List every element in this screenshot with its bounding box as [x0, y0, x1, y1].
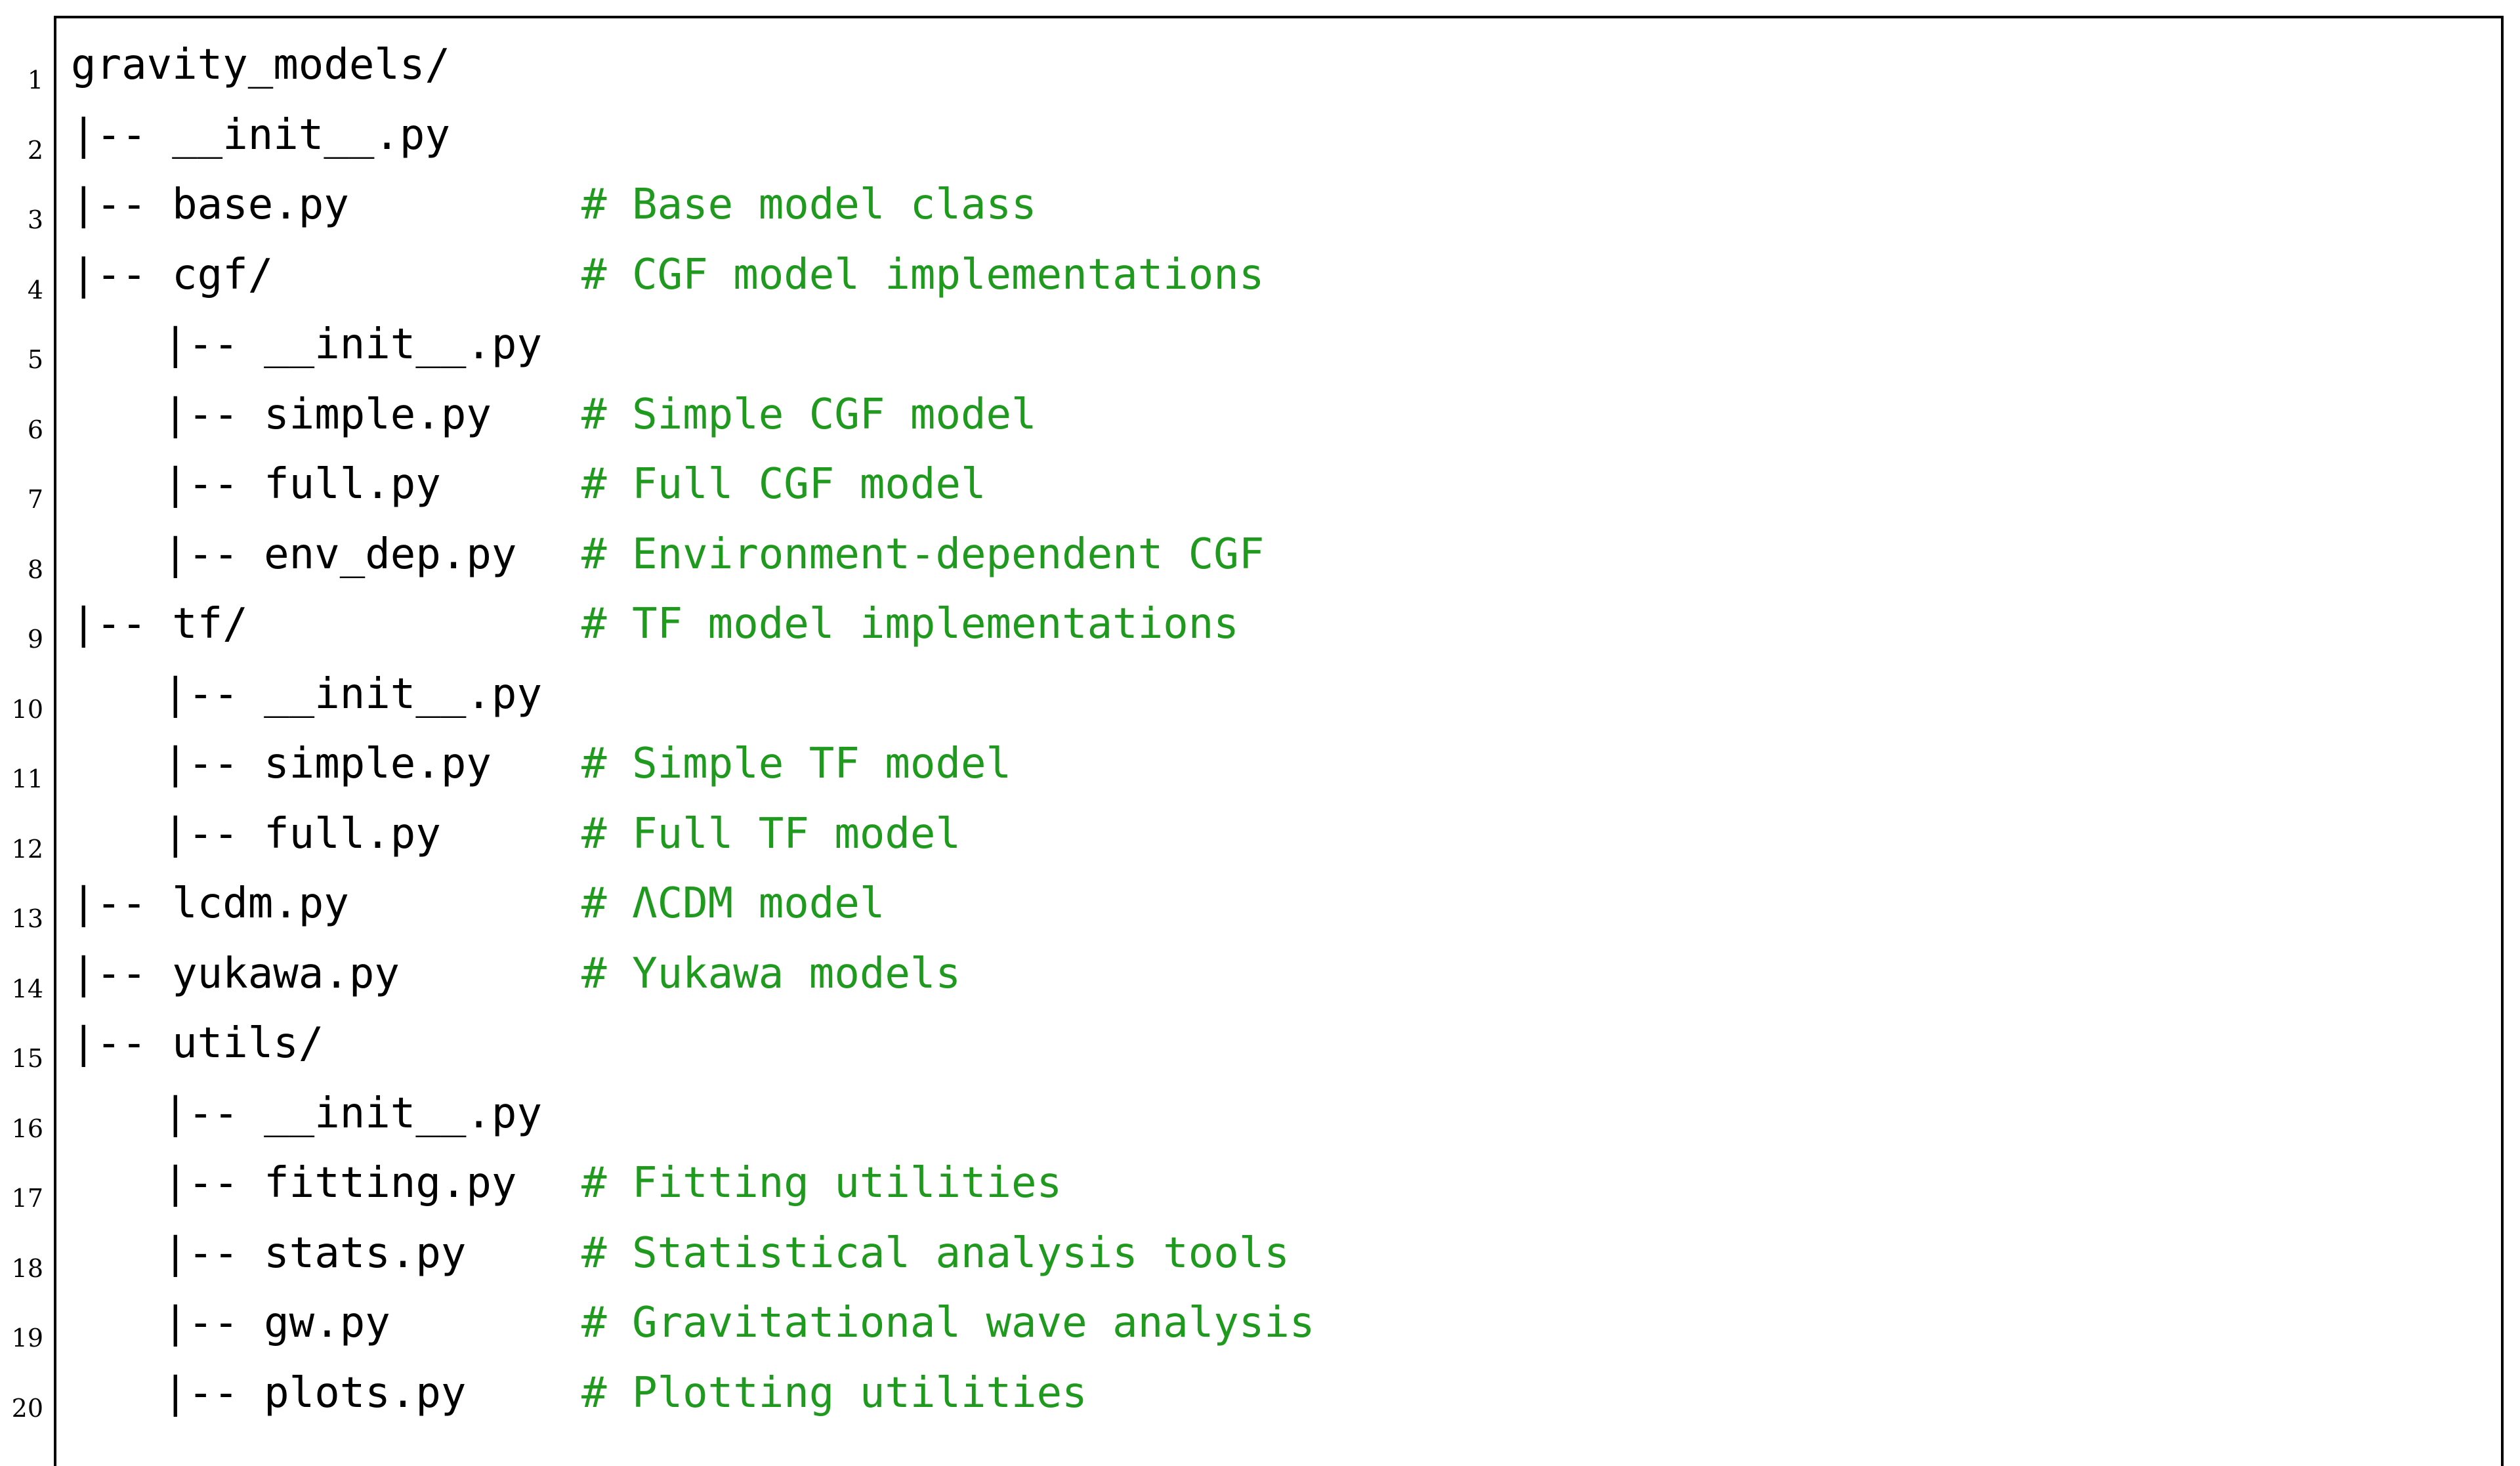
code-line: 10 |-- __init__.py: [0, 663, 2520, 733]
code-line: 8 |-- env_dep.py # Environment-dependent…: [0, 524, 2520, 593]
line-number: 13: [11, 904, 43, 933]
code-line: 4 |-- cgf/ # CGF model implementations: [0, 244, 2520, 314]
line-number: 4: [27, 275, 43, 304]
line-number: 14: [11, 974, 43, 1003]
code-text: |-- env_dep.py: [163, 530, 517, 579]
code-text: |-- base.py: [71, 180, 349, 229]
code-text: |-- yukawa.py: [71, 949, 400, 998]
code-text: |-- plots.py: [163, 1368, 467, 1417]
code-comment: # Simple TF model: [581, 740, 1012, 788]
line-number: 15: [11, 1044, 43, 1073]
code-text: |-- tf/: [71, 600, 248, 648]
code-line: 13 |-- lcdm.py # ΛCDM model: [0, 873, 2520, 942]
line-number: 18: [11, 1253, 43, 1283]
code-text: |-- gw.py: [163, 1299, 390, 1347]
line-number: 10: [11, 694, 43, 724]
line-number: 2: [27, 135, 43, 165]
line-number: 3: [27, 205, 43, 234]
code-comment: # Base model class: [581, 180, 1037, 229]
code-text: |-- utils/: [71, 1019, 324, 1068]
code-text: |-- __init__.py: [163, 1089, 542, 1138]
code-line: 15 |-- utils/: [0, 1013, 2520, 1082]
code-line: 1 gravity_models/: [0, 34, 2520, 104]
line-number: 6: [27, 415, 43, 444]
code-text: |-- cgf/: [71, 250, 274, 299]
line-number: 9: [27, 625, 43, 654]
line-number: 11: [11, 764, 43, 793]
code-line: 3 |-- base.py # Base model class: [0, 174, 2520, 243]
code-comment: # CGF model implementations: [581, 250, 1265, 299]
line-number: 19: [11, 1324, 43, 1352]
code-line: 2 |-- __init__.py: [0, 104, 2520, 174]
code-line: 9 |-- tf/ # TF model implementations: [0, 593, 2520, 663]
code-text: |-- lcdm.py: [71, 879, 349, 928]
line-number: 8: [27, 555, 43, 584]
code-text: |-- simple.py: [163, 740, 492, 788]
code-line: 7 |-- full.py # Full CGF model: [0, 453, 2520, 523]
code-comment: # TF model implementations: [581, 600, 1239, 648]
line-number: 17: [11, 1184, 43, 1213]
code-line: 12 |-- full.py # Full TF model: [0, 803, 2520, 873]
code-line: 11 |-- simple.py # Simple TF model: [0, 733, 2520, 803]
code-line: 20 |-- plots.py # Plotting utilities: [0, 1362, 2520, 1432]
code-line: 6 |-- simple.py # Simple CGF model: [0, 384, 2520, 453]
code-text: |-- full.py: [163, 460, 441, 509]
code-text: |-- __init__.py: [163, 320, 542, 369]
line-number: 5: [27, 345, 43, 374]
code-line: 5 |-- __init__.py: [0, 314, 2520, 383]
code-comment: # Full CGF model: [581, 460, 986, 509]
code-line: 14 |-- yukawa.py # Yukawa models: [0, 943, 2520, 1013]
code-comment: # Environment-dependent CGF: [581, 530, 1265, 579]
code-line: 19 |-- gw.py # Gravitational wave analys…: [0, 1292, 2520, 1362]
code-line: 18 |-- stats.py # Statistical analysis t…: [0, 1223, 2520, 1292]
code-comment: # Yukawa models: [581, 949, 961, 998]
line-number: 7: [27, 485, 43, 514]
code-text: |-- simple.py: [163, 390, 492, 439]
code-listing-frame: [54, 16, 2504, 1466]
code-comment: # Simple CGF model: [581, 390, 1037, 439]
code-text: |-- fitting.py: [163, 1159, 517, 1207]
code-comment: # Statistical analysis tools: [581, 1228, 1290, 1278]
line-number: 12: [11, 834, 43, 864]
code-text: |-- __init__.py: [71, 110, 450, 159]
code-comment: # Gravitational wave analysis: [581, 1299, 1315, 1347]
code-line: 16 |-- __init__.py: [0, 1083, 2520, 1152]
code-line: 17 |-- fitting.py # Fitting utilities: [0, 1152, 2520, 1222]
code-comment: # Fitting utilities: [581, 1159, 1062, 1207]
code-comment: # Full TF model: [581, 809, 961, 858]
code-text: |-- __init__.py: [163, 669, 542, 719]
line-number: 20: [11, 1393, 43, 1423]
line-number: 1: [27, 66, 43, 94]
line-number: 16: [11, 1114, 43, 1143]
code-comment: # Plotting utilities: [581, 1368, 1087, 1417]
code-text: |-- stats.py: [163, 1228, 467, 1278]
code-text: |-- full.py: [163, 809, 441, 858]
code-text: gravity_models/: [71, 41, 450, 89]
code-comment: # ΛCDM model: [581, 879, 885, 928]
